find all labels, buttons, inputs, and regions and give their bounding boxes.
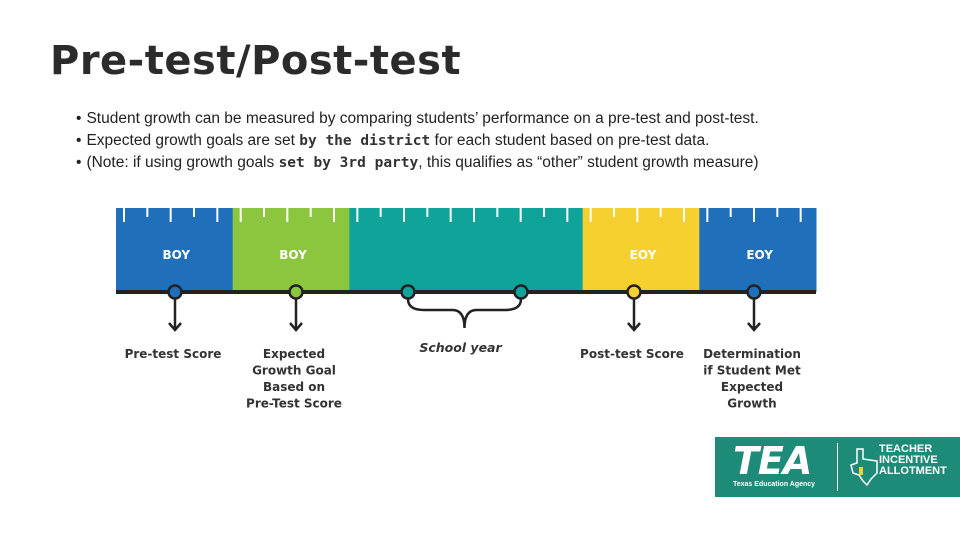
marker-caption: Pre-test Score — [125, 347, 222, 361]
timeline-segment — [699, 208, 817, 292]
bullet-text: for each student based on pre-test data. — [430, 132, 710, 149]
timeline-segment — [582, 208, 700, 292]
segment-label: EOY — [746, 248, 773, 262]
bullet-text: Student growth can be measured by compar… — [86, 110, 759, 127]
timeline-marker — [167, 284, 183, 300]
bullet-item: (Note: if using growth goals set by 3rd … — [76, 152, 936, 174]
marker-caption: Pre-Test Score — [246, 397, 342, 411]
segment-label: BOY — [163, 248, 191, 262]
logo-program-line: INCENTIVE — [879, 454, 938, 466]
bullet-emphasis: by the district — [299, 133, 431, 149]
bullet-text: , this qualifies as “other” student grow… — [418, 154, 759, 171]
bullet-emphasis: set by 3rd party — [278, 155, 419, 171]
arrow-down-icon — [168, 322, 182, 332]
bullet-text: Expected growth goals are set — [86, 132, 300, 149]
timeline-marker — [400, 284, 416, 300]
marker-caption: Expected — [721, 380, 783, 394]
school-year-brace — [406, 298, 523, 329]
arrow-down-icon — [627, 322, 641, 332]
marker-caption: Based on — [263, 380, 325, 394]
segment-label: BOY — [279, 248, 307, 262]
timeline-marker — [626, 284, 642, 300]
texas-map-icon — [850, 448, 878, 487]
logo-program-line: ALLOTMENT — [879, 465, 947, 477]
segment-label: EOY — [630, 248, 657, 262]
arrow-down-icon — [747, 322, 761, 332]
marker-caption: Expected — [263, 347, 325, 361]
marker-caption: Post-test Score — [580, 347, 684, 361]
logo-program: TEACHER INCENTIVE ALLOTMENT — [879, 444, 947, 477]
logo-subtitle: Texas Education Agency — [733, 481, 816, 488]
bullet-item: Student growth can be measured by compar… — [76, 108, 936, 130]
logo-program-line: TEACHER — [879, 443, 933, 455]
arrow-down-icon — [289, 322, 303, 332]
timeline-segment — [466, 208, 584, 292]
timeline-segment — [349, 208, 467, 292]
marker-caption: Growth — [727, 397, 776, 411]
marker-caption: Determination — [703, 347, 801, 361]
marker-caption: Growth Goal — [252, 364, 336, 378]
bullet-text: (Note: if using growth goals — [86, 154, 279, 171]
timeline-marker — [746, 284, 762, 300]
tea-logo: TEA Texas Education Agency TEACHER INCEN… — [715, 437, 960, 497]
timeline-marker — [513, 284, 529, 300]
bullet-item: Expected growth goals are set by the dis… — [76, 130, 936, 152]
timeline-segment — [232, 208, 350, 292]
brace-label: School year — [419, 340, 502, 355]
timeline-marker — [288, 284, 304, 300]
bullet-list: Student growth can be measured by compar… — [76, 108, 936, 174]
timeline-segment — [116, 208, 234, 292]
marker-caption: if Student Met — [703, 364, 801, 378]
logo-brand: TEA — [733, 439, 812, 483]
logo-divider — [837, 443, 838, 491]
page-title: Pre-test/Post-test — [50, 38, 462, 84]
